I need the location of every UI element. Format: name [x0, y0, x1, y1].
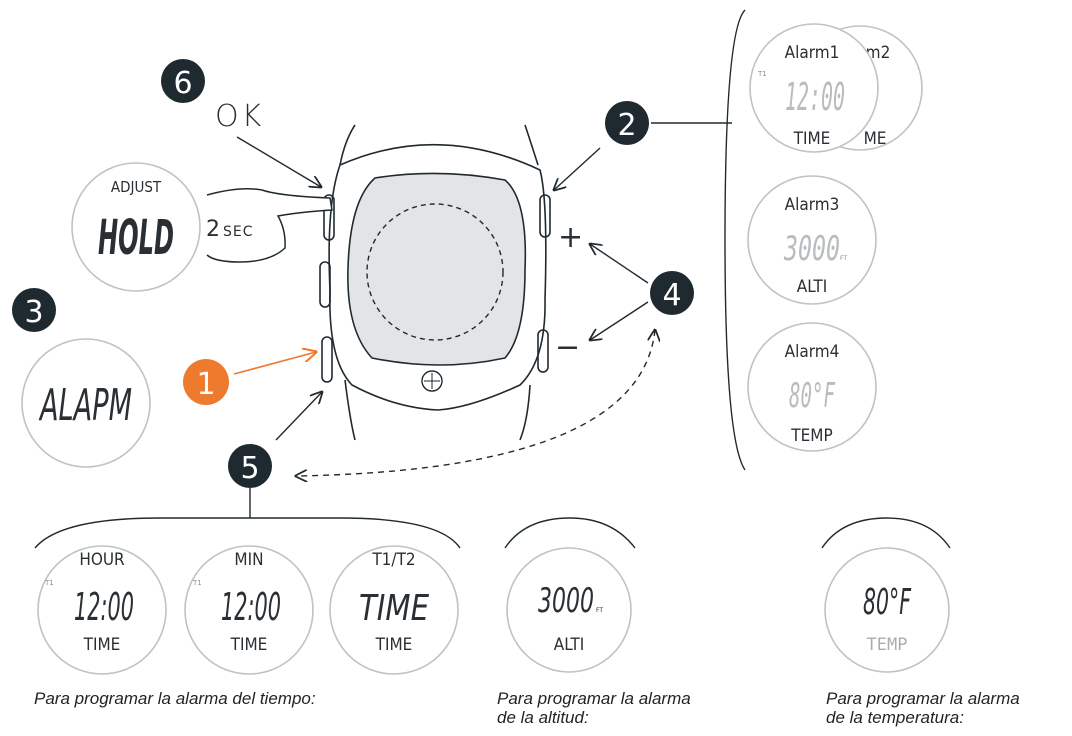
svg-text:T1: T1: [192, 579, 202, 587]
svg-text:80°F: 80°F: [863, 582, 912, 623]
svg-text:FT: FT: [596, 607, 603, 614]
svg-text:TIME: TIME: [375, 635, 413, 655]
watch-button-ok: [323, 194, 335, 241]
alarm4-dial: Alarm4 80°F TEMP: [747, 322, 877, 452]
caption-temp-line2: de la temperatura:: [826, 708, 964, 727]
alarm-dial: ALAPM: [21, 338, 151, 468]
svg-text:ADJUST: ADJUST: [111, 178, 162, 196]
svg-text:6: 6: [173, 66, 192, 101]
alarm1-dial: Alarm1 T1 12:00 TIME: [749, 23, 879, 153]
step-badge-3: 3: [12, 288, 56, 332]
caption-alti-line2: de la altitud:: [497, 708, 589, 727]
hour-dial: HOUR T1 12:00 TIME: [37, 545, 167, 675]
svg-text:12:00: 12:00: [785, 75, 845, 119]
caption-temp: Para programar la alarma de la temperatu…: [826, 689, 1020, 727]
hold-dial: ADJUST HOLD: [71, 162, 201, 292]
hold-duration-unit: SEC: [223, 224, 254, 240]
caption-alti: Para programar la alarma de la altitud:: [497, 689, 691, 727]
svg-text:3000: 3000: [538, 581, 594, 621]
alti-dial: 3000 FT ALTI: [506, 547, 632, 673]
caption-time: Para programar la alarma del tiempo:: [34, 689, 316, 708]
finger-press-icon: [206, 188, 333, 263]
watch-button-left-mid: [319, 261, 331, 308]
arrow-4-minus: [590, 301, 649, 340]
arrow-dashed-return: [296, 330, 655, 476]
svg-text:5: 5: [240, 451, 259, 486]
arrow-5-up: [275, 392, 322, 441]
svg-text:Alarm3: Alarm3: [785, 195, 840, 215]
minus-label: −: [555, 330, 580, 365]
svg-text:1: 1: [196, 367, 215, 402]
svg-text:T1: T1: [757, 70, 767, 78]
step-badge-2: 2: [605, 101, 649, 145]
svg-text:HOUR: HOUR: [79, 550, 125, 570]
svg-text:2: 2: [617, 108, 636, 143]
temp-dial: 80°F TEMP: [824, 547, 950, 673]
watch-button-plus: [539, 194, 551, 238]
svg-text:m2: m2: [866, 43, 891, 63]
watch: [319, 124, 551, 441]
watch-button-left-low: [321, 336, 333, 383]
plus-label: +: [558, 220, 583, 255]
svg-text:3000: 3000: [783, 229, 840, 269]
watch-strap-top: [339, 124, 539, 166]
alarm3-dial: Alarm3 3000 FT ALTI: [747, 175, 877, 305]
step-badge-6: 6: [161, 59, 205, 103]
svg-text:TIME: TIME: [793, 129, 831, 149]
step-badge-1: 1: [183, 359, 229, 405]
bracket-temp: [821, 517, 951, 549]
arrow-ok: [236, 136, 321, 187]
svg-text:4: 4: [662, 278, 681, 313]
svg-text:FT: FT: [840, 255, 847, 262]
caption-temp-line1: Para programar la alarma: [826, 689, 1020, 708]
connector-lines: [34, 9, 951, 549]
t1t2-dial: T1/T2 TIME TIME: [329, 545, 459, 675]
min-dial: MIN T1 12:00 TIME: [184, 545, 314, 675]
svg-text:TIME: TIME: [83, 635, 121, 655]
arrow-4-plus: [590, 244, 649, 284]
caption-alti-line1: Para programar la alarma: [497, 689, 691, 708]
arrow-2: [554, 147, 601, 190]
svg-text:TEMP: TEMP: [867, 635, 908, 655]
svg-text:Alarm1: Alarm1: [785, 43, 840, 63]
svg-text:T1: T1: [44, 579, 54, 587]
ok-label: OK: [215, 99, 264, 134]
svg-text:TIME: TIME: [359, 588, 429, 629]
svg-text:3: 3: [24, 295, 43, 330]
arrow-1: [233, 352, 316, 375]
svg-text:ALAPM: ALAPM: [38, 380, 132, 431]
watch-screen-ring: [366, 203, 504, 341]
bracket-time: [34, 517, 461, 549]
svg-text:TEMP: TEMP: [790, 426, 832, 446]
svg-text:12:00: 12:00: [221, 585, 281, 629]
hold-duration-number: 2: [206, 217, 220, 242]
watch-screen: [347, 172, 527, 366]
bracket-alti: [504, 517, 636, 549]
svg-text:HOLD: HOLD: [98, 210, 174, 266]
svg-text:Alarm4: Alarm4: [785, 342, 840, 362]
bracket-right-panel: [724, 9, 746, 471]
svg-text:MIN: MIN: [234, 550, 263, 570]
step-badge-5: 5: [228, 444, 272, 488]
svg-text:12:00: 12:00: [74, 585, 134, 629]
step-badge-4: 4: [650, 271, 694, 315]
svg-text:TIME: TIME: [230, 635, 268, 655]
svg-text:ALTI: ALTI: [797, 277, 827, 297]
svg-text:ALTI: ALTI: [554, 635, 584, 655]
svg-text:T1/T2: T1/T2: [371, 550, 415, 570]
svg-text:ME: ME: [864, 129, 887, 149]
svg-text:80°F: 80°F: [789, 376, 835, 416]
